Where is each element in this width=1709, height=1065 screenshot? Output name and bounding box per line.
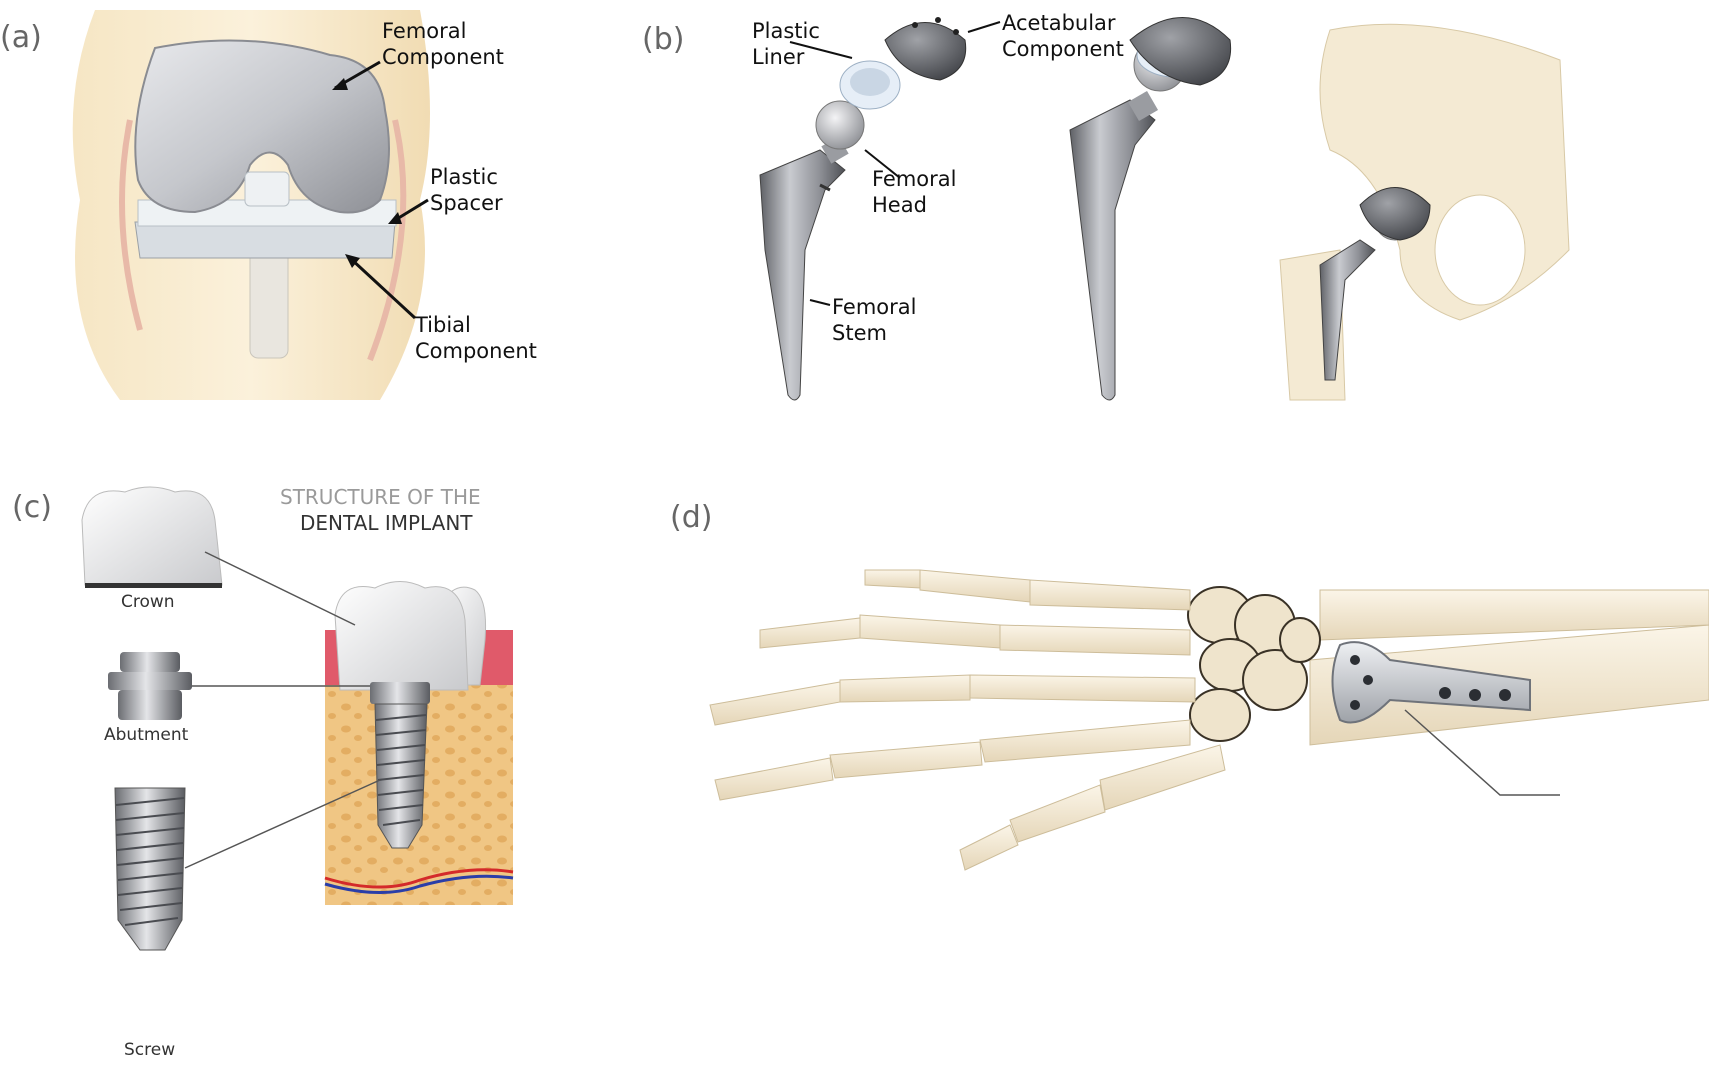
panel-d-label: (d): [670, 500, 712, 535]
femoral-stem-exploded: [760, 150, 845, 400]
implanted-stem: [1320, 240, 1375, 380]
abutment-part-collar: [108, 672, 192, 690]
carpal-bones: [1188, 587, 1320, 741]
implant-crown: [335, 582, 468, 691]
abutment-label: Abutment: [104, 725, 188, 745]
spacer-post: [245, 172, 289, 206]
panel-a-label: (a): [0, 20, 42, 55]
cup-hole: [912, 22, 918, 28]
plastic-liner-inner: [850, 68, 890, 96]
tibial-component-label: Tibial Component: [415, 312, 537, 364]
femoral-component-label: Femoral Component: [382, 18, 504, 70]
femoral-stem-label: Femoral Stem: [832, 294, 917, 346]
plastic-spacer-label: Plastic Spacer: [430, 164, 503, 216]
panel-c-dental-implant: (c) STRUCTURE OF THE DENTAL IMPLANT Crow…: [0, 480, 560, 1065]
dental-illustration: [0, 480, 560, 1065]
stem-arrow: [810, 300, 830, 305]
cup-hole: [953, 29, 959, 35]
finger-bones: [710, 570, 1225, 870]
abutment-part-top: [120, 652, 180, 672]
cup-hole: [935, 17, 941, 23]
plastic-liner-label: Plastic Liner: [752, 18, 820, 70]
screw-label: Screw: [124, 1040, 175, 1060]
implant-abutment: [370, 682, 430, 704]
acetabular-component-label: Acetabular Component: [1002, 10, 1124, 62]
panel-a-knee-replacement: (a) Femoral Component Plastic Spacer Tib…: [0, 0, 600, 420]
obturator-foramen: [1435, 195, 1525, 305]
assembled-stem: [1070, 100, 1155, 400]
panel-b-hip-replacement: (b) Plastic Liner Acetabular Component F…: [640, 0, 1709, 420]
crown-part: [82, 487, 222, 585]
acetabular-arrow: [968, 22, 1000, 32]
abutment-part-bottom: [118, 690, 182, 720]
femoral-head-label: Femoral Head: [872, 166, 957, 218]
diagram-title-line2: DENTAL IMPLANT: [300, 511, 473, 535]
panel-b-label: (b): [642, 22, 684, 57]
tibial-stem: [250, 250, 288, 358]
panel-c-label: (c): [12, 490, 52, 525]
crown-base: [85, 583, 222, 588]
femoral-head: [816, 101, 864, 149]
panel-d-wrist-plate: (d): [700, 530, 1709, 960]
crown-leader: [205, 552, 355, 625]
diagram-title-line1: STRUCTURE OF THE: [280, 485, 481, 509]
tibial-component: [135, 222, 395, 258]
hand-illustration: [700, 530, 1709, 960]
crown-label: Crown: [121, 592, 175, 612]
